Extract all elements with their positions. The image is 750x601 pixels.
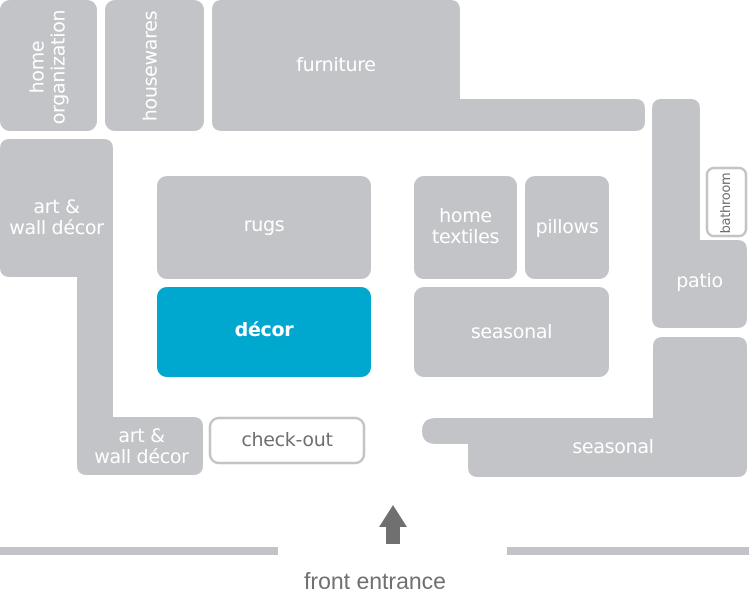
dept-art-wall-decor-left[interactable] (0, 139, 113, 277)
dept-rugs[interactable] (157, 176, 371, 279)
dept-art-wall-decor-bottom[interactable] (77, 270, 203, 475)
front-entrance-label: front entrance (304, 568, 446, 594)
dept-seasonal-right[interactable] (422, 337, 747, 477)
front-wall-left (0, 547, 278, 555)
dept-furniture[interactable] (212, 0, 645, 131)
bathroom-area[interactable] (705, 166, 748, 238)
dept-decor[interactable] (157, 287, 371, 377)
dept-pillows[interactable] (525, 176, 609, 279)
dept-seasonal-center[interactable] (414, 287, 609, 377)
checkout-area[interactable] (208, 416, 366, 465)
dept-housewares[interactable] (105, 0, 204, 131)
arrow-up-icon (379, 505, 407, 544)
dept-home-textiles[interactable] (414, 176, 517, 279)
dept-home-organization[interactable] (0, 0, 97, 131)
dept-patio[interactable] (652, 99, 747, 328)
front-wall-right (507, 547, 749, 555)
